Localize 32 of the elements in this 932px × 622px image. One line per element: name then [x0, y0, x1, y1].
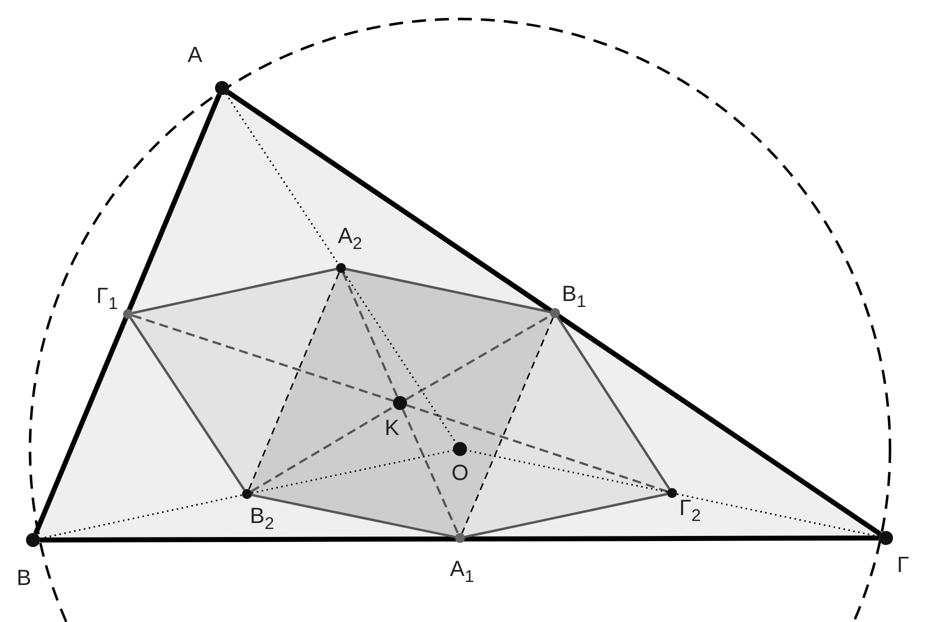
- dashed-segment: [461, 317, 554, 534]
- dotted-segment: [466, 450, 668, 493]
- point-label: O: [451, 462, 469, 484]
- dashed-segment: [342, 272, 398, 398]
- dashed-segment: [248, 272, 340, 490]
- dotted-segment: [343, 272, 457, 444]
- dotted-segment: [252, 450, 454, 494]
- point-label: Γ$_{1}$: [96, 285, 118, 315]
- point-label: A: [188, 44, 202, 66]
- line-segment: [252, 494, 456, 538]
- point-label: K: [384, 417, 400, 439]
- point-label: A$_{1}$: [450, 558, 474, 588]
- line-segment: [226, 90, 882, 536]
- line-segment: [132, 268, 336, 314]
- point-label: B: [16, 567, 32, 589]
- dotted-segment: [225, 93, 339, 264]
- point-label: Γ$_{2}$: [679, 497, 701, 527]
- line-segment: [33, 94, 222, 534]
- line-segment: [40, 536, 879, 542]
- dashed-segment: [406, 404, 668, 492]
- dashed-segment: [132, 314, 394, 402]
- line-segment: [346, 268, 550, 314]
- line-segment: [556, 316, 670, 490]
- dashed-segment: [402, 408, 459, 534]
- point-label: A$_{2}$: [338, 225, 362, 255]
- point-label: Γ: [896, 554, 910, 576]
- line-segment: [130, 318, 246, 490]
- point-label: B$_{2}$: [250, 505, 274, 535]
- dotted-segment: [40, 494, 242, 540]
- line-segment: [464, 492, 668, 538]
- point-label: B$_{1}$: [562, 283, 586, 313]
- dashed-segment: [250, 406, 395, 492]
